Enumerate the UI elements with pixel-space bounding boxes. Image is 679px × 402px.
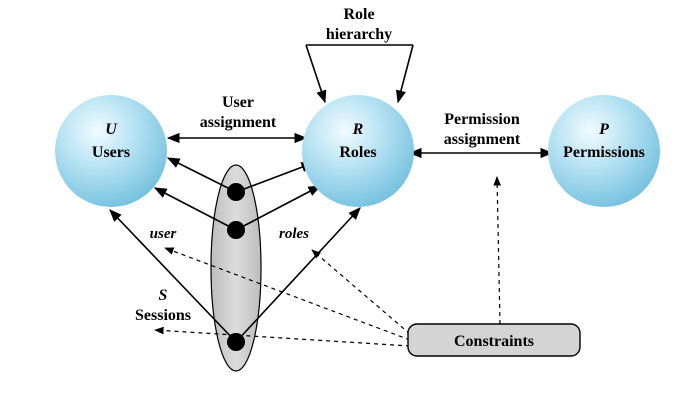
role-hierarchy-label-line2: hierarchy [326,26,392,43]
sessions-symbol: S [159,287,168,304]
roles-edge-label: roles [279,226,309,242]
constraint-links [154,176,502,347]
user-assignment-label-line2: assignment [200,114,277,131]
sessions-label: Sessions [135,307,191,324]
permission-assignment-label-line1: Permission [444,111,520,128]
sessions-ellipse [210,164,262,372]
constraints-box [407,323,581,357]
permission-assignment-label-line2: assignment [444,131,521,148]
roles-node [302,95,414,207]
user-assignment-label-line1: User [222,94,254,111]
users-label: Users [92,144,130,161]
permissions-node [548,95,660,207]
constraints-label: Constraints [454,333,534,350]
session-dot [227,333,245,351]
user-edge-label: user [150,226,177,242]
users-symbol: U [105,121,118,138]
roles-label: Roles [339,144,376,161]
roles-symbol: R [352,121,364,138]
session-dot [227,183,245,201]
permissions-label: Permissions [563,144,645,161]
role-hierarchy-arrow [305,44,414,104]
role-hierarchy-label-line1: Role [343,6,374,23]
users-node [55,95,167,207]
permissions-symbol: P [598,121,609,138]
session-dot [227,221,245,239]
session-links [109,157,361,343]
